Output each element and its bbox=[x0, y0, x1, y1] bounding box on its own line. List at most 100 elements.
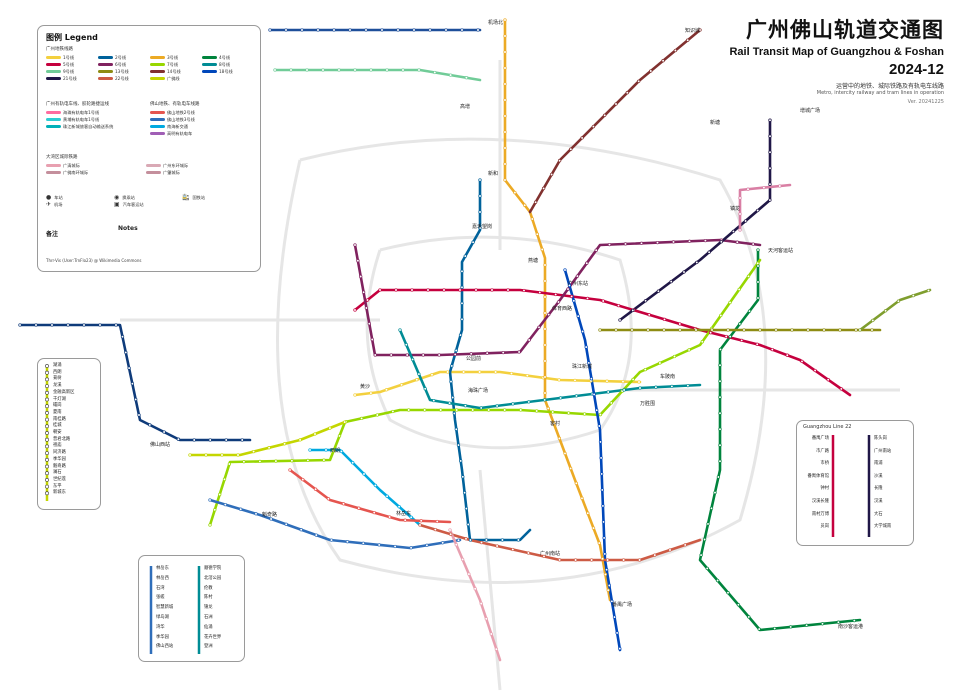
station-dot[interactable] bbox=[678, 322, 682, 326]
station-dot[interactable] bbox=[254, 512, 258, 516]
station-dot[interactable] bbox=[477, 370, 482, 374]
inset-foshan-left-station-4[interactable]: 智慧新城 bbox=[156, 605, 174, 611]
station-dot[interactable] bbox=[735, 240, 739, 244]
station-dot[interactable] bbox=[718, 363, 722, 367]
station-dot[interactable] bbox=[289, 68, 293, 72]
map-label-yantang[interactable]: 燕塘 bbox=[528, 257, 538, 264]
station-dot[interactable] bbox=[503, 34, 507, 38]
inset-guangfo-station-13[interactable]: 同济路 bbox=[53, 450, 66, 456]
station-dot[interactable] bbox=[589, 558, 594, 562]
inset-guangfo-station-14[interactable]: 季华园 bbox=[53, 456, 66, 462]
station-dot[interactable] bbox=[364, 306, 369, 310]
station-dot[interactable] bbox=[655, 240, 660, 245]
station-dot[interactable] bbox=[469, 352, 473, 356]
station-dot[interactable] bbox=[455, 408, 459, 412]
station-dot[interactable] bbox=[738, 228, 742, 232]
station-dot[interactable] bbox=[503, 114, 507, 118]
inset-guangfo-station-dot[interactable] bbox=[45, 364, 49, 368]
station-dot[interactable] bbox=[637, 380, 641, 384]
station-dot[interactable] bbox=[813, 368, 817, 373]
map-label-xintang[interactable]: 新塘 bbox=[710, 119, 720, 126]
station-dot[interactable] bbox=[546, 406, 550, 411]
station-dot[interactable] bbox=[736, 603, 741, 607]
station-dot[interactable] bbox=[114, 323, 118, 327]
station-dot[interactable] bbox=[670, 384, 674, 389]
station-dot[interactable] bbox=[630, 328, 634, 332]
station-dot[interactable] bbox=[599, 456, 603, 460]
station-dot[interactable] bbox=[451, 395, 455, 400]
station-dot[interactable] bbox=[425, 543, 429, 547]
station-dot[interactable] bbox=[299, 528, 303, 532]
station-dot[interactable] bbox=[503, 146, 507, 150]
station-dot[interactable] bbox=[569, 147, 573, 151]
station-dot[interactable] bbox=[487, 408, 491, 412]
station-dot[interactable] bbox=[50, 323, 54, 327]
station-dot[interactable] bbox=[538, 290, 542, 295]
station-dot[interactable] bbox=[543, 398, 547, 402]
station-dot[interactable] bbox=[357, 506, 361, 510]
station-dot[interactable] bbox=[426, 288, 430, 292]
station-dot[interactable] bbox=[638, 386, 642, 390]
legend-gz-metro-2[interactable]: 3号线 bbox=[150, 54, 202, 61]
line-dongguan-link[interactable] bbox=[858, 288, 932, 332]
station-dot[interactable] bbox=[418, 523, 422, 527]
station-dot[interactable] bbox=[605, 558, 610, 562]
map-label-gongyuanqian[interactable]: 公园前 bbox=[466, 355, 481, 362]
station-dot[interactable] bbox=[668, 548, 672, 552]
station-dot[interactable] bbox=[573, 378, 577, 383]
station-dot[interactable] bbox=[587, 361, 591, 365]
station-dot[interactable] bbox=[708, 331, 713, 335]
station-dot[interactable] bbox=[543, 279, 547, 283]
station-dot[interactable] bbox=[447, 401, 452, 405]
legend-gz-other-2[interactable]: 珠江新城旅客自动输送系统 bbox=[46, 123, 146, 130]
station-dot[interactable] bbox=[698, 28, 702, 32]
legend-gz-metro-3[interactable]: 4号线 bbox=[202, 54, 254, 61]
station-dot[interactable] bbox=[525, 373, 529, 378]
station-dot[interactable] bbox=[273, 68, 277, 72]
station-dot[interactable] bbox=[705, 566, 709, 571]
station-dot[interactable] bbox=[467, 572, 471, 576]
inset-foshan-right-station-6[interactable]: 仙涌 bbox=[204, 624, 213, 630]
station-dot[interactable] bbox=[489, 632, 493, 636]
map-label-haizhu[interactable]: 海珠广场 bbox=[468, 387, 488, 394]
inset-foshan-right-station-3[interactable]: 陈村 bbox=[204, 595, 213, 601]
station-dot[interactable] bbox=[218, 492, 222, 497]
station-dot[interactable] bbox=[461, 370, 466, 374]
line-foshan-2[interactable] bbox=[288, 468, 452, 524]
map-label-zhishicheng[interactable]: 知识城 bbox=[685, 27, 700, 34]
station-dot[interactable] bbox=[192, 438, 196, 442]
legend-intercity-2[interactable]: 广佛南环城际 bbox=[46, 169, 146, 176]
station-dot[interactable] bbox=[756, 280, 760, 284]
station-dot[interactable] bbox=[573, 558, 578, 562]
line-7[interactable] bbox=[208, 258, 762, 527]
legend-gz-metro-14[interactable]: 广佛线 bbox=[150, 75, 202, 82]
station-dot[interactable] bbox=[375, 413, 379, 417]
station-dot[interactable] bbox=[785, 353, 789, 357]
inset-line22-right-station-3[interactable]: 沙溪 bbox=[874, 473, 883, 479]
station-dot[interactable] bbox=[365, 298, 370, 302]
station-dot[interactable] bbox=[503, 178, 507, 182]
station-dot[interactable] bbox=[522, 288, 526, 293]
inset-guangfo-station-17[interactable]: 世纪莲 bbox=[53, 476, 66, 482]
station-dot[interactable] bbox=[500, 538, 505, 542]
station-dot[interactable] bbox=[208, 438, 212, 442]
inset-guangfo-station-9[interactable]: 桂城 bbox=[53, 423, 62, 429]
station-dot[interactable] bbox=[313, 487, 318, 491]
station-dot[interactable] bbox=[615, 631, 619, 635]
legend-gz-metro-1[interactable]: 2号线 bbox=[98, 54, 150, 61]
map-label-kecun[interactable]: 客村 bbox=[550, 420, 560, 427]
station-dot[interactable] bbox=[603, 572, 608, 577]
station-dot[interactable] bbox=[378, 288, 382, 292]
station-dot[interactable] bbox=[595, 408, 599, 412]
station-dot[interactable] bbox=[597, 541, 601, 545]
inset-guangfo-station-15[interactable]: 魁奇路 bbox=[53, 463, 66, 469]
station-dot[interactable] bbox=[718, 443, 722, 447]
station-dot[interactable] bbox=[552, 421, 556, 426]
station-dot[interactable] bbox=[563, 451, 567, 456]
inset-guangfo-station-dot[interactable] bbox=[45, 464, 49, 469]
inset-guangfo-station-dot[interactable] bbox=[45, 384, 49, 389]
station-dot[interactable] bbox=[585, 261, 589, 265]
station-dot[interactable] bbox=[82, 323, 86, 327]
station-dot[interactable] bbox=[758, 328, 762, 332]
map-label-nansha[interactable]: 南沙客运港 bbox=[838, 623, 863, 630]
